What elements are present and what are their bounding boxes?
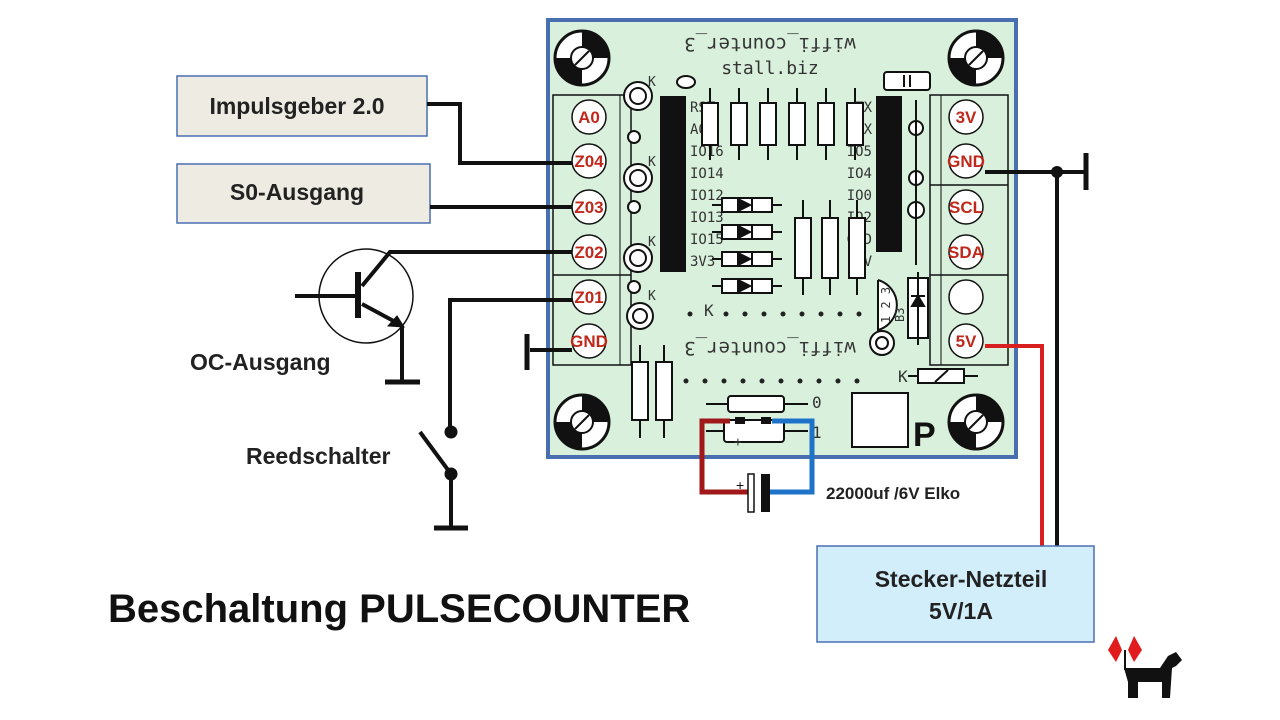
small-capacitor-top: [883, 71, 931, 91]
wire-impulsgeber-z04: [427, 102, 572, 165]
reed-label: Reedschalter: [246, 443, 391, 469]
left-terminal-block: [552, 94, 632, 366]
terminal-label-z01: Z01: [574, 288, 603, 307]
terminal-screw-scl: [948, 189, 984, 225]
gnd-junction: [1051, 166, 1063, 178]
mounting-hole-bottom-left: [553, 393, 611, 451]
k-mark-5: K: [704, 301, 714, 320]
esp-header-left: [660, 96, 686, 272]
electrolytic-capacitor-small: [869, 330, 895, 356]
page-title: Beschaltung PULSECOUNTER: [108, 587, 690, 631]
terminal-label-gnd-left: GND: [570, 332, 608, 351]
terminal-screw-3v: [948, 99, 984, 135]
k-mark-6: K: [898, 367, 908, 386]
esp-pin-io16: IO16: [690, 144, 724, 160]
elko-plus: +: [736, 477, 744, 493]
psu-label-line1: Stecker-Netzteil: [875, 566, 1048, 592]
elko-wiring: [699, 418, 815, 495]
jumper-plus: +: [734, 435, 742, 450]
k-mark-2: K: [648, 155, 656, 170]
psu-label-line2: 5V/1A: [929, 598, 993, 624]
regulator-label: B3: [893, 308, 907, 322]
diodes: [712, 197, 782, 294]
pcb-board: wiffi_counter_3 stall.biz wiffi_counter_…: [546, 18, 1018, 459]
terminal-screw-5v: [948, 323, 984, 359]
regulator-diode: [907, 272, 929, 345]
esp-left-pin-labels: RST A0 IO16 IO14 IO12 IO13 IO15 3V3: [690, 100, 724, 270]
p-mark: P: [913, 416, 936, 454]
zener-diode-bottom: [908, 368, 978, 384]
impulsgeber-label: Impulsgeber 2.0: [209, 93, 384, 119]
esp-pin-io0: IO0: [847, 188, 872, 204]
terminal-screw-gnd-left: [571, 323, 607, 359]
middle-resistors: [794, 200, 866, 295]
right-column-parts: [907, 100, 925, 265]
mounting-hole-bottom-right: [947, 393, 1005, 451]
mounting-hole-top-right: [947, 29, 1005, 87]
terminal-label-a0: A0: [578, 108, 600, 127]
k-mark-3: K: [648, 235, 656, 250]
logo-signal-right: [1128, 636, 1142, 662]
esp-pin-io4: IO4: [847, 166, 872, 182]
terminal-label-5v: 5V: [956, 332, 977, 351]
jumper-block: [706, 395, 808, 443]
wire-psu-5v: [985, 344, 1044, 548]
regulator-pins: 1 2 3: [879, 287, 893, 323]
terminal-screw-sda: [948, 234, 984, 270]
terminal-label-scl: SCL: [949, 198, 983, 217]
terminal-label-sda: SDA: [948, 243, 984, 262]
logo-dog: [1124, 652, 1182, 698]
terminal-screw-z01: [571, 279, 607, 315]
right-terminal-block: [929, 94, 1009, 366]
voltage-regulator: 1 2 3 B3: [877, 279, 907, 332]
stall-logo: [1108, 636, 1182, 698]
terminal-label-gnd-right: GND: [947, 152, 985, 171]
mounting-hole-top-left: [553, 29, 611, 87]
board-name: wiffi_counter_3: [684, 33, 856, 55]
wire-reed-z01: [448, 298, 572, 432]
terminal-label-z02: Z02: [574, 243, 603, 262]
transistor-symbol: [295, 248, 414, 383]
terminal-screw-gnd-right: [948, 143, 984, 179]
jumper-label-0: 0: [812, 393, 822, 412]
k-mark-1: K: [648, 75, 656, 90]
solder-pad-rows: [683, 311, 862, 384]
wire-elko-minus: [770, 418, 815, 495]
esp-header-right: [876, 96, 902, 252]
esp-pin-io14: IO14: [690, 166, 724, 182]
terminal-label-z04: Z04: [574, 152, 604, 171]
s0-label: S0-Ausgang: [230, 179, 364, 205]
reed-switch-symbol: [418, 425, 458, 528]
square-pad: [851, 392, 909, 448]
terminal-label-3v: 3V: [956, 108, 977, 127]
esp-pin-io12: IO12: [690, 188, 724, 204]
terminal-screw-a0: [571, 99, 607, 135]
oc-label: OC-Ausgang: [190, 349, 331, 375]
terminal-screw-empty: [948, 279, 984, 315]
terminal-label-z03: Z03: [574, 198, 603, 217]
wire-elko-plus: [699, 418, 748, 495]
psu-box: [816, 545, 1095, 643]
elko-label: 22000uf /6V Elko: [826, 484, 960, 503]
esp-pin-io15: IO15: [690, 232, 724, 248]
k-mark-4: K: [648, 289, 656, 304]
esp-pin-io13: IO13: [690, 210, 724, 226]
impulsgeber-box: [176, 75, 428, 137]
esp-pin-io5: IO5: [847, 144, 872, 160]
s0-box: [176, 163, 431, 224]
input-leds: [623, 75, 696, 330]
top-resistors: [701, 88, 864, 160]
k-marks: K K K K K K: [648, 75, 908, 386]
esp-pin-3v3: 3V3: [690, 254, 715, 270]
jumper-label-1: 1: [812, 423, 822, 442]
logo-signal-left: [1108, 636, 1122, 662]
bottom-left-resistors: [631, 345, 673, 438]
board-url: stall.biz: [721, 58, 819, 79]
board-name-bottom: wiffi_counter_3: [684, 337, 856, 359]
elko-symbol: +: [736, 473, 770, 513]
